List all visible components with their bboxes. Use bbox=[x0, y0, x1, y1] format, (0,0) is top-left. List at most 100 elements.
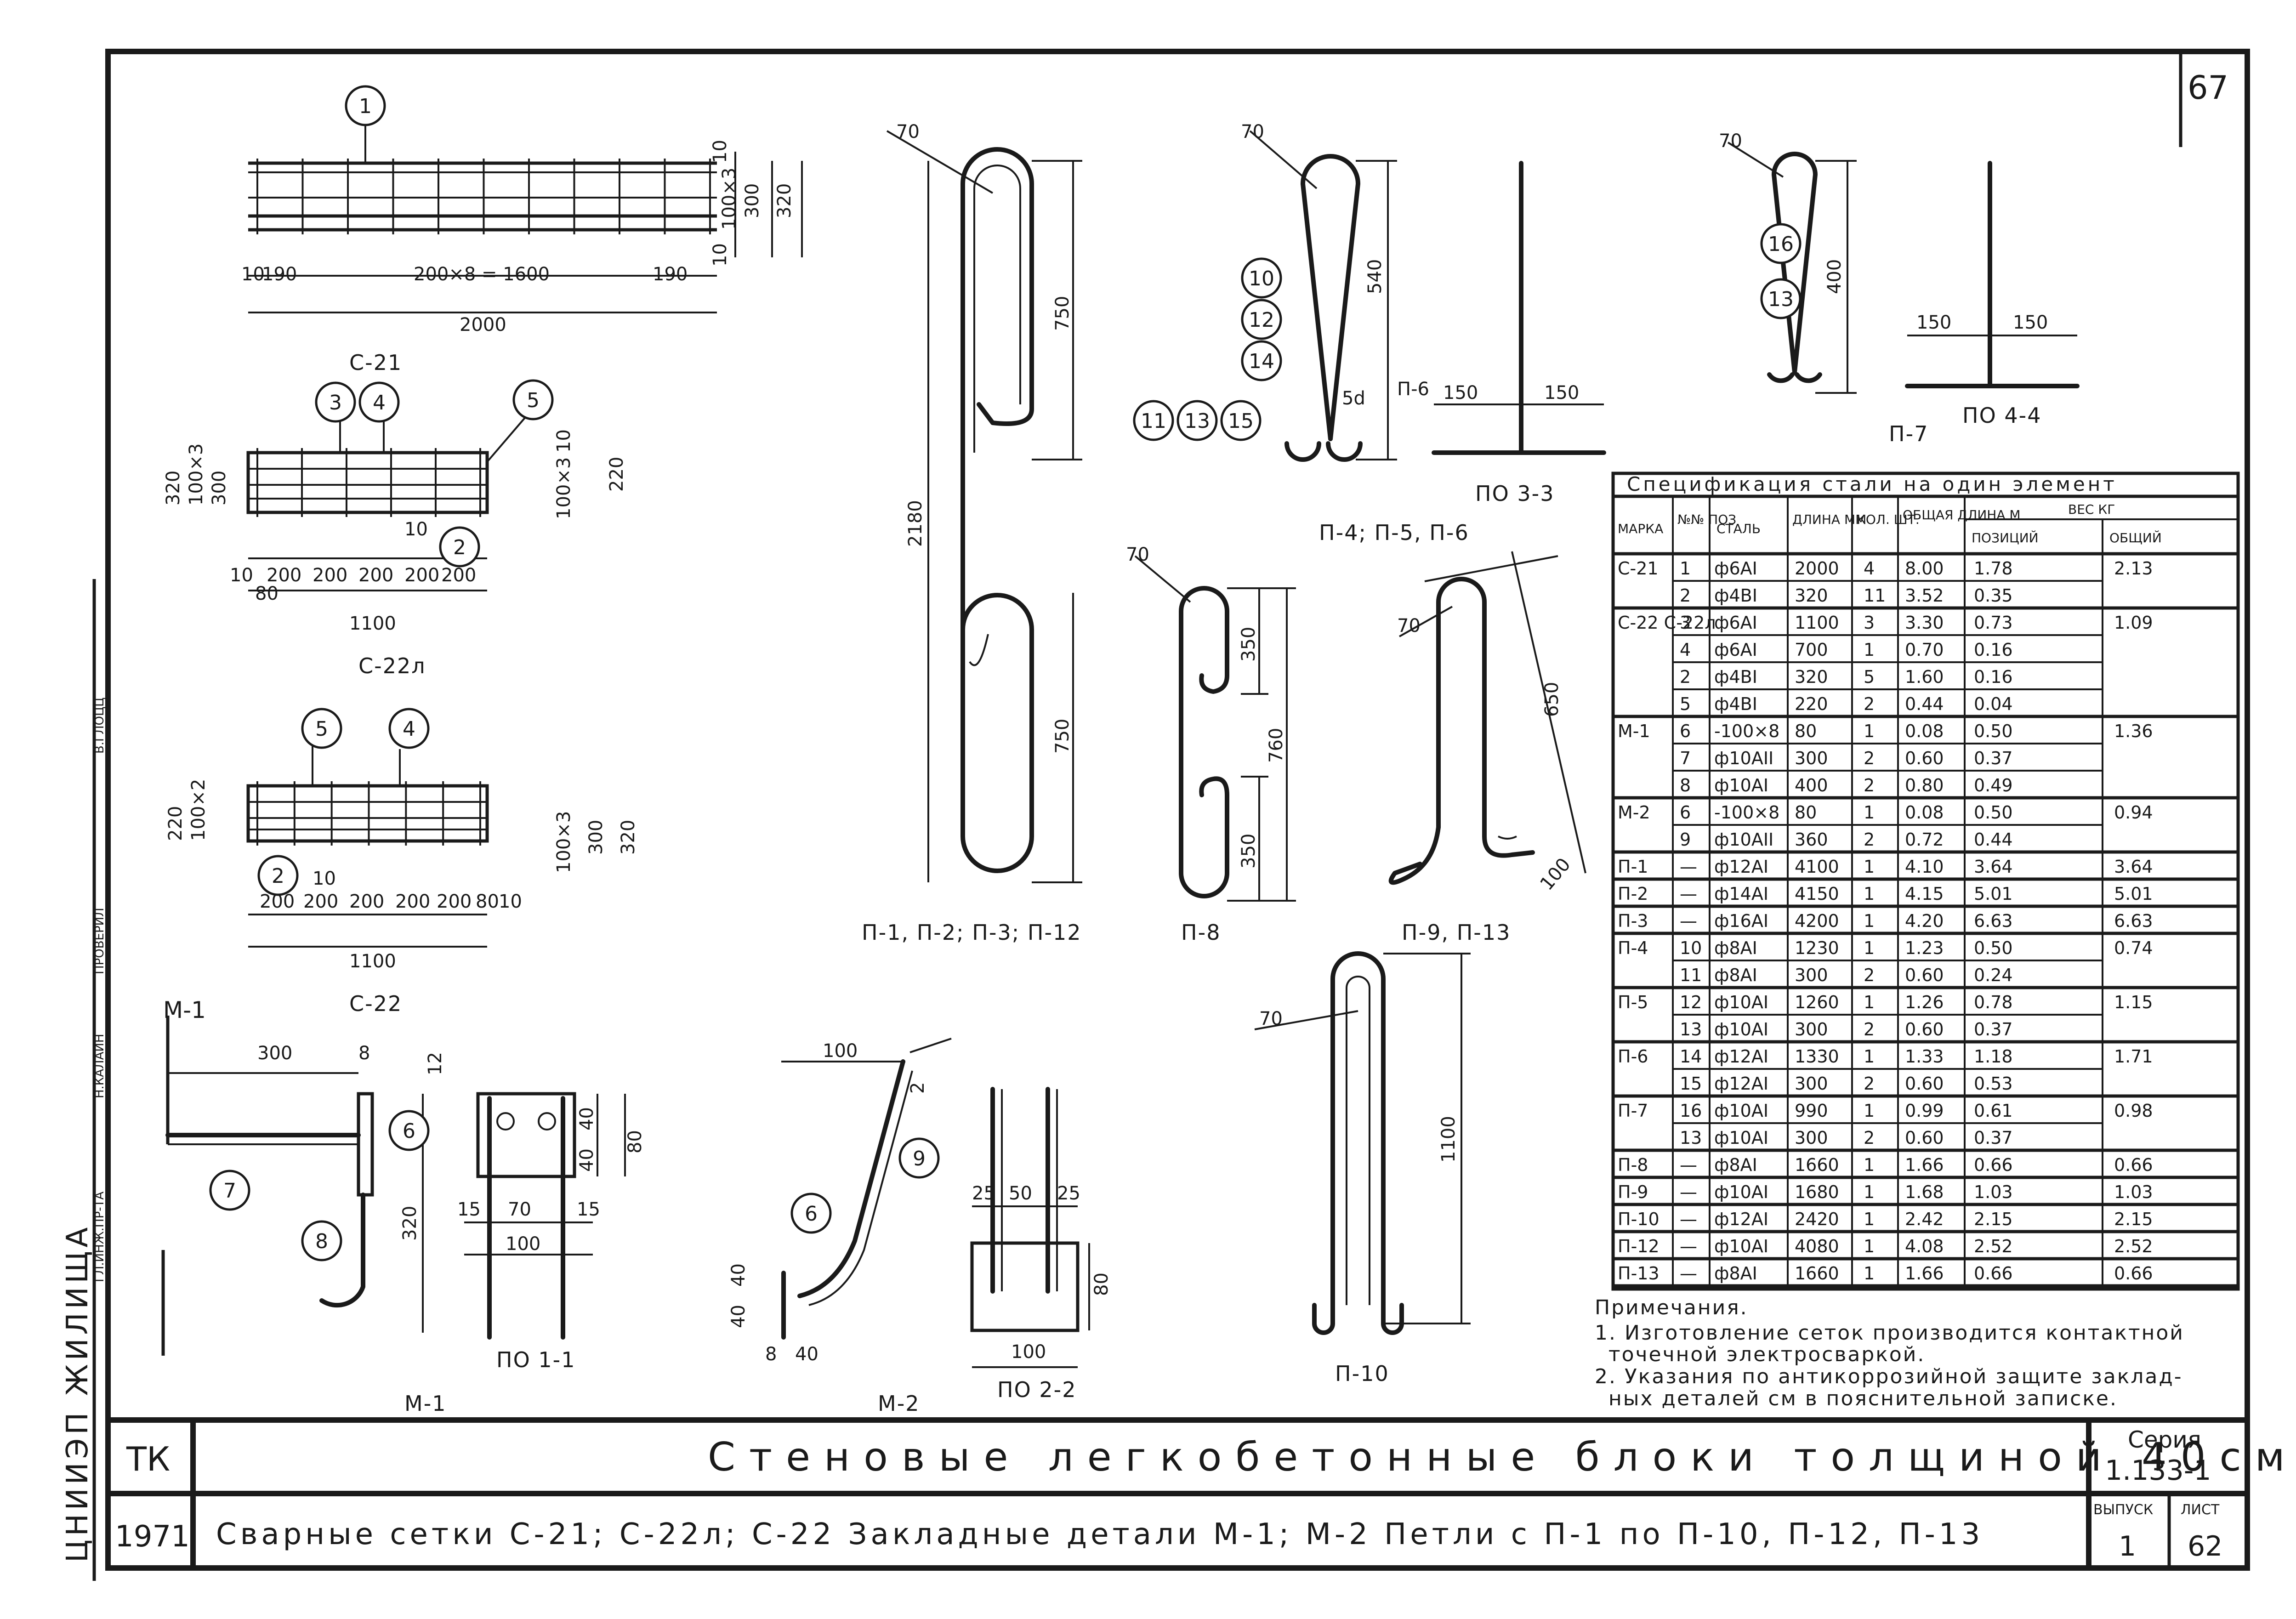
spec-cell: 0.60 bbox=[1905, 748, 1944, 768]
svg-text:100×3: 100×3 bbox=[553, 457, 574, 519]
spec-cell: 0.80 bbox=[1905, 775, 1944, 795]
title-block: ТК 1971 Стеновые легкобетонные блоки тол… bbox=[108, 1417, 2285, 1568]
spec-header-1: №№ ПОЗ bbox=[1677, 512, 1736, 527]
svg-text:25: 25 bbox=[1057, 1183, 1080, 1204]
spec-cell: ф10АII bbox=[1714, 748, 1773, 768]
spec-cell: М-2 bbox=[1618, 802, 1650, 823]
spec-cell: 11 bbox=[1680, 965, 1702, 985]
spec-cell: 0.50 bbox=[1974, 802, 2013, 823]
spec-cell: 0.08 bbox=[1905, 721, 1944, 741]
spec-cell: П-9 bbox=[1618, 1182, 1648, 1202]
spec-cell: 12 bbox=[1680, 992, 1702, 1012]
note-2b: ных деталей см в пояснительной записке. bbox=[1608, 1387, 2118, 1410]
spec-cell: С-22 С-22л bbox=[1618, 613, 1716, 633]
spec-cell: 3.30 bbox=[1905, 613, 1944, 633]
spec-cell: 0.37 bbox=[1974, 748, 2013, 768]
spec-cell: 1 bbox=[1864, 884, 1875, 904]
spec-cell: ф12АI bbox=[1714, 1046, 1768, 1067]
spec-cell: 1.36 bbox=[2114, 721, 2153, 741]
sheet-label: ЛИСТ bbox=[2181, 1502, 2220, 1518]
svg-text:70: 70 bbox=[508, 1199, 531, 1220]
spec-cell: ф6АI bbox=[1714, 558, 1757, 579]
stamp-role-3: В.ГЛОЦЦ bbox=[93, 698, 107, 754]
spec-cell: ф10АI bbox=[1714, 1236, 1768, 1256]
spec-cell: 2 bbox=[1864, 1128, 1875, 1148]
series-value: 1.133-1 bbox=[2105, 1454, 2211, 1487]
spec-cell: — bbox=[1680, 1182, 1697, 1202]
loop-p8: 70 350 760 350 П-8 bbox=[1126, 544, 1296, 945]
spec-cell: 0.60 bbox=[1905, 1019, 1944, 1040]
svg-text:1100: 1100 bbox=[349, 951, 396, 972]
spec-cell: 0.78 bbox=[1974, 992, 2013, 1012]
spec-cell: 5 bbox=[1680, 694, 1691, 714]
spec-cell: 14 bbox=[1680, 1046, 1702, 1067]
spec-cell: 4080 bbox=[1795, 1236, 1839, 1256]
spec-header-8: ОБЩИЙ bbox=[2109, 530, 2162, 545]
p9-label: П-9, П-13 bbox=[1402, 920, 1511, 945]
svg-text:200: 200 bbox=[349, 891, 384, 912]
spec-cell: 320 bbox=[1795, 667, 1828, 687]
spec-cell: 0.70 bbox=[1905, 640, 1944, 660]
svg-text:7: 7 bbox=[223, 1179, 236, 1203]
svg-text:150: 150 bbox=[2013, 312, 2048, 333]
spec-cell: ф10АII bbox=[1714, 829, 1773, 850]
svg-text:320: 320 bbox=[399, 1206, 421, 1241]
svg-text:200: 200 bbox=[437, 891, 472, 912]
spec-cell: 1.03 bbox=[1974, 1182, 2013, 1202]
spec-cell: — bbox=[1680, 911, 1697, 931]
sec33-label: ПО 3-3 bbox=[1475, 481, 1555, 506]
spec-cell: 0.16 bbox=[1974, 640, 2013, 660]
spec-cell: ф10АI bbox=[1714, 775, 1768, 795]
svg-text:300: 300 bbox=[742, 183, 763, 218]
spec-cell: 1.18 bbox=[1974, 1046, 2013, 1067]
issue-value: 1 bbox=[2119, 1530, 2136, 1562]
spec-cell: 13 bbox=[1680, 1128, 1702, 1148]
spec-cell: 300 bbox=[1795, 1074, 1828, 1094]
spec-cell: 1 bbox=[1864, 1101, 1875, 1121]
spec-cell: -100×8 bbox=[1714, 802, 1779, 823]
svg-text:650: 650 bbox=[1541, 682, 1563, 717]
loop-p9: 70 650 100 П-9, П-13 bbox=[1388, 551, 1586, 945]
spec-cell: 2.52 bbox=[1974, 1236, 2013, 1256]
spec-cell: 0.99 bbox=[1905, 1101, 1944, 1121]
svg-text:1100: 1100 bbox=[349, 613, 396, 634]
svg-text:320: 320 bbox=[774, 183, 795, 218]
loop-p10: 70 1100 П-10 bbox=[1254, 951, 1471, 1386]
spec-cell: 1.71 bbox=[2114, 1046, 2153, 1067]
spec-cell: 1.03 bbox=[2114, 1182, 2153, 1202]
svg-text:10: 10 bbox=[710, 243, 731, 267]
spec-cell: 2 bbox=[1864, 1074, 1875, 1094]
spec-cell: 8 bbox=[1680, 775, 1691, 795]
spec-cell: 300 bbox=[1795, 1128, 1828, 1148]
svg-text:200: 200 bbox=[303, 891, 338, 912]
spec-header-5: ОБЩАЯ ДЛИНА М bbox=[1903, 507, 2021, 523]
svg-text:10: 10 bbox=[230, 565, 253, 586]
spec-cell: 1330 bbox=[1795, 1046, 1839, 1067]
spec-cell: 4200 bbox=[1795, 911, 1839, 931]
svg-text:100×3: 100×3 bbox=[719, 168, 740, 230]
spec-cell: ф10АI bbox=[1714, 1128, 1768, 1148]
spec-cell: 4.08 bbox=[1905, 1236, 1944, 1256]
spec-cell: ф10АI bbox=[1714, 1182, 1768, 1202]
spec-cell: ф8АI bbox=[1714, 938, 1757, 958]
spec-cell: 5.01 bbox=[2114, 884, 2153, 904]
spec-cell: 0.60 bbox=[1905, 965, 1944, 985]
spec-cell: 2.15 bbox=[1974, 1209, 2013, 1229]
svg-text:13: 13 bbox=[1184, 409, 1210, 433]
spec-title: Спецификация стали на один элемент bbox=[1627, 473, 2117, 495]
spec-cell: 1 bbox=[1864, 1182, 1875, 1202]
svg-text:6: 6 bbox=[805, 1202, 818, 1226]
spec-cell: 2.52 bbox=[2114, 1236, 2153, 1256]
svg-text:25: 25 bbox=[972, 1183, 995, 1204]
svg-text:220: 220 bbox=[606, 457, 627, 492]
svg-text:200: 200 bbox=[404, 565, 439, 586]
spec-cell: ф6АI bbox=[1714, 613, 1757, 633]
spec-cell: 1.15 bbox=[2114, 992, 2153, 1012]
spec-cell: П-2 bbox=[1618, 884, 1648, 904]
spec-cell: 80 bbox=[1795, 802, 1817, 823]
spec-cell: 0.66 bbox=[2114, 1155, 2153, 1175]
svg-text:15: 15 bbox=[1228, 409, 1254, 433]
